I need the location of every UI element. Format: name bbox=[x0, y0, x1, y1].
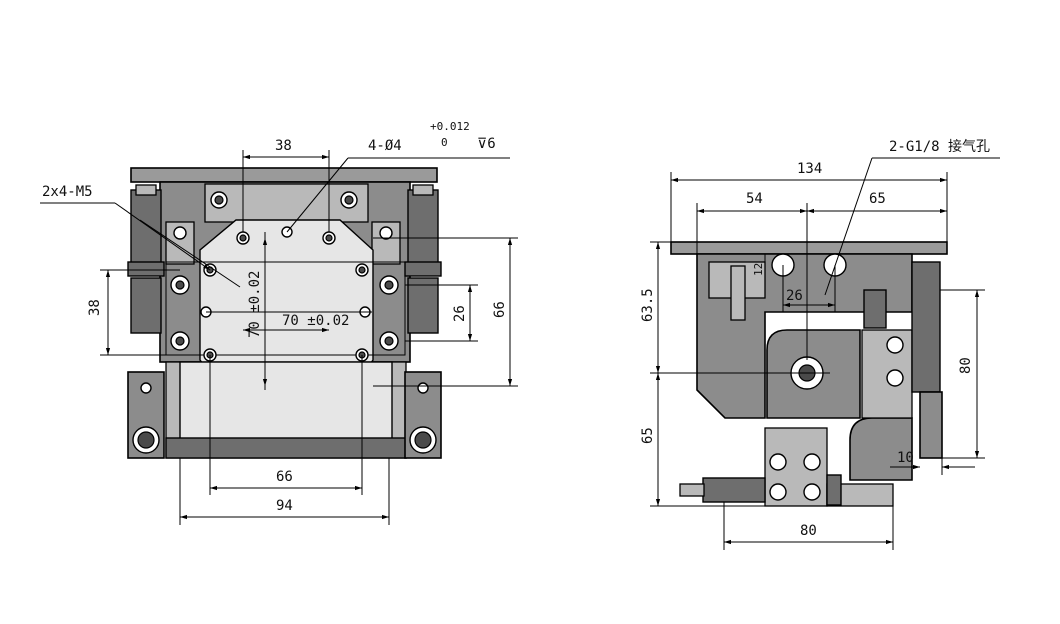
top-plate bbox=[130, 167, 438, 183]
right-cylinder bbox=[407, 189, 439, 266]
right-nut bbox=[404, 261, 442, 277]
dim-65-left: 65 bbox=[640, 427, 656, 444]
hole-callout-phi: Ø bbox=[385, 138, 394, 154]
side-lower-bolt bbox=[803, 453, 821, 471]
side-lower-bolt bbox=[769, 483, 787, 501]
top-block bbox=[204, 183, 369, 223]
left-valve-bolt bbox=[173, 226, 187, 240]
side-top-plate bbox=[670, 241, 948, 255]
right-foot-hole bbox=[417, 382, 429, 394]
right-valve-bolt bbox=[379, 226, 393, 240]
top-block-hole bbox=[344, 195, 354, 205]
hole-callout-prefix: 4- bbox=[368, 138, 385, 154]
dim-54: 54 bbox=[746, 191, 763, 207]
dim-26-front: 26 bbox=[452, 305, 468, 322]
side-right-bracket bbox=[849, 417, 913, 481]
dim-94: 94 bbox=[276, 498, 293, 514]
dim-26-side: 26 bbox=[786, 288, 803, 304]
side-vertical-rod bbox=[919, 391, 943, 459]
port-callout: 2-G1/8 接气孔 bbox=[889, 138, 990, 155]
left-foot-screw bbox=[137, 431, 155, 449]
left-cylinder bbox=[130, 189, 162, 266]
front-view: 38 4-Ø4 +0.012 0 ⊽6 2x4-M5 38 70 ±0.02 7… bbox=[40, 120, 518, 525]
table-plate-outline bbox=[165, 261, 406, 356]
base-inner bbox=[179, 361, 393, 441]
side-right-fitting bbox=[863, 289, 887, 329]
right-fitting bbox=[412, 184, 434, 196]
side-lower-bolt bbox=[769, 453, 787, 471]
dim-38-left: 38 bbox=[87, 299, 103, 316]
svg-text:4-Ø4: 4-Ø4 bbox=[368, 138, 402, 154]
dim-63-5: 63.5 bbox=[640, 288, 656, 322]
hole-tol-upper: +0.012 bbox=[430, 120, 470, 133]
right-port bbox=[407, 277, 439, 334]
base-bottom bbox=[165, 437, 407, 459]
dim-134: 134 bbox=[797, 161, 822, 177]
svg-text:⊽6: ⊽6 bbox=[477, 136, 496, 152]
side-right-bolt bbox=[886, 369, 904, 387]
hole-tol-lower: 0 bbox=[441, 136, 448, 149]
hole-depth: 6 bbox=[487, 136, 495, 152]
thread-callout: 2x4-M5 bbox=[42, 184, 93, 200]
side-view: 2-G1/8 接气孔 134 54 65 12 26 63.5 65 bbox=[640, 138, 1000, 550]
dim-80-right: 80 bbox=[958, 357, 974, 374]
left-nut bbox=[127, 261, 165, 277]
side-horizontal-fitting bbox=[826, 474, 842, 506]
side-lower-bolt bbox=[803, 483, 821, 501]
side-pin bbox=[730, 265, 746, 321]
dim-70-vertical: 70 ±0.02 bbox=[247, 271, 263, 338]
hole-callout-dia: 4 bbox=[393, 138, 401, 154]
dim-12: 12 bbox=[752, 263, 765, 276]
side-horizontal-rod bbox=[679, 483, 705, 497]
top-block-hole bbox=[214, 195, 224, 205]
dim-65-top: 65 bbox=[869, 191, 886, 207]
side-horizontal-cylinder bbox=[702, 477, 766, 503]
depth-symbol: ⊽ bbox=[477, 136, 487, 152]
side-vertical-cylinder bbox=[911, 261, 941, 393]
left-foot-hole bbox=[140, 382, 152, 394]
dim-10: 10 bbox=[897, 450, 914, 466]
dim-38-top: 38 bbox=[275, 138, 292, 154]
left-fitting bbox=[135, 184, 157, 196]
dim-66-right: 66 bbox=[492, 301, 508, 318]
left-port bbox=[130, 277, 162, 334]
dim-66-bottom: 66 bbox=[276, 469, 293, 485]
side-right-bolt bbox=[886, 336, 904, 354]
right-foot-screw bbox=[414, 431, 432, 449]
dim-80-bottom: 80 bbox=[800, 523, 817, 539]
dim-70-horizontal: 70 ±0.02 bbox=[282, 313, 349, 329]
